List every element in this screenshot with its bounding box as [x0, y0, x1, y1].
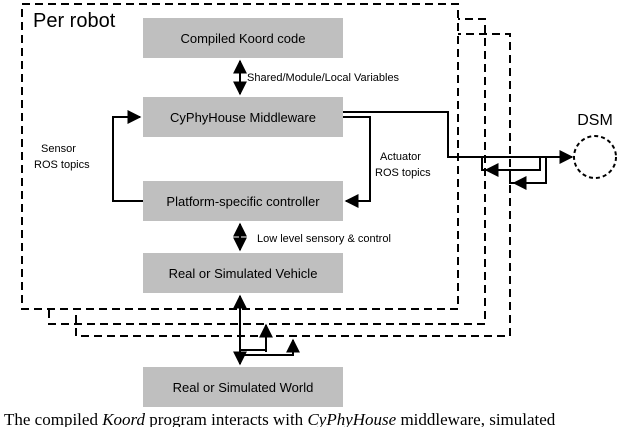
middleware-label: CyPhyHouse Middleware	[170, 110, 316, 125]
world-link-robot-3	[240, 338, 300, 356]
caption-part-4: CyPhyHouse	[307, 410, 396, 427]
shared-variables-label: Shared/Module/Local Variables	[247, 72, 400, 84]
middleware-box: CyPhyHouse Middleware	[143, 97, 343, 137]
controller-label: Platform-specific controller	[166, 194, 320, 209]
compiled-koord-label: Compiled Koord code	[180, 31, 305, 46]
sensor-label-2: ROS topics	[34, 159, 90, 171]
actuator-topics-arrow	[343, 116, 371, 208]
dsm-node	[573, 135, 617, 179]
caption-part-5: middleware, simulated	[396, 410, 556, 427]
dsm-label: DSM	[577, 112, 613, 129]
dsm-connection-front	[343, 111, 574, 164]
world-link-robot-2	[240, 330, 267, 351]
vehicle-label: Real or Simulated Vehicle	[169, 266, 318, 281]
actuator-label-2: ROS topics	[375, 167, 431, 179]
controller-box: Platform-specific controller	[143, 181, 343, 221]
per-robot-title: Per robot	[33, 10, 116, 32]
caption-part-3: program interacts with	[145, 410, 307, 427]
sensor-topics-arrow	[112, 110, 143, 202]
actuator-label-1: Actuator	[380, 151, 421, 163]
low-level-label: Low level sensory & control	[257, 233, 391, 245]
world-box: Real or Simulated World	[143, 367, 343, 407]
caption-part-2: Koord	[101, 410, 145, 427]
world-label: Real or Simulated World	[173, 380, 314, 395]
compiled-koord-box: Compiled Koord code	[143, 18, 343, 58]
caption-part-1: The compiled	[4, 410, 102, 427]
figure-caption: The compiled Koord program interacts wit…	[4, 410, 556, 427]
vehicle-box: Real or Simulated Vehicle	[143, 253, 343, 293]
sensor-label-1: Sensor	[41, 143, 76, 155]
